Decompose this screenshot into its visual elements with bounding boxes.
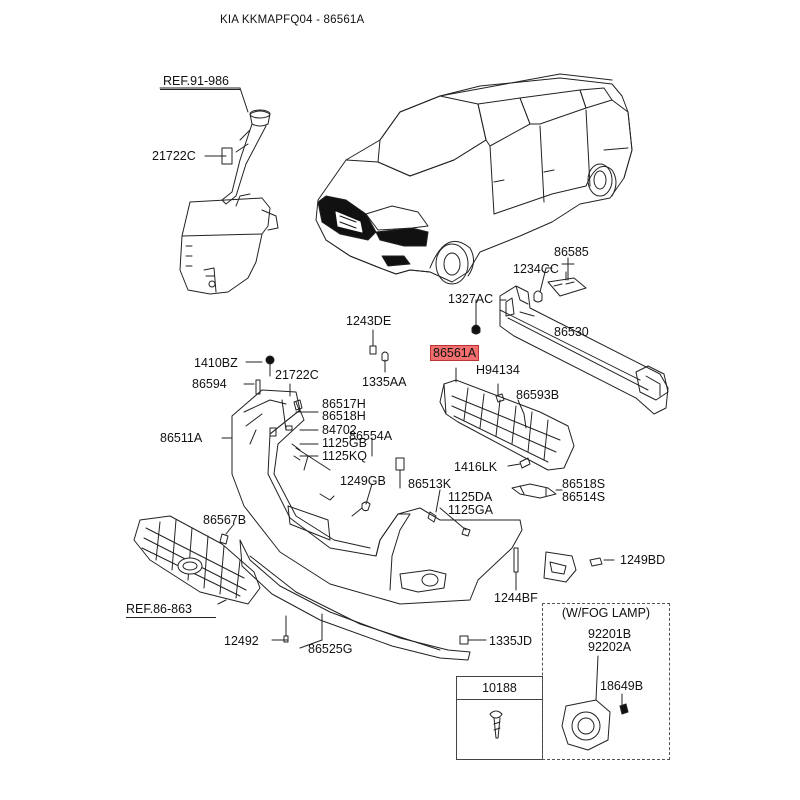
part-1249GB-label: 1249GB	[340, 474, 386, 488]
part-21722C-mid-label: 21722C	[275, 368, 319, 382]
part-1335JD-label: 1335JD	[489, 634, 533, 648]
part-1125DA-label: 1125DA	[448, 490, 493, 504]
part-92202A-label: 92202A	[588, 640, 632, 654]
bumper-cover-drawing	[221, 329, 615, 605]
part-1327AC-label: 1327AC	[448, 292, 494, 306]
fog-lamp-title: (W/FOG LAMP)	[561, 606, 651, 620]
part-86594-label: 86594	[192, 377, 227, 391]
fog-lamp-drawing	[561, 655, 629, 751]
part-86530-label: 86530	[554, 325, 589, 339]
part-84702-label: 84702	[322, 423, 357, 437]
part-86561A-highlight-label[interactable]: 86561A	[430, 345, 480, 361]
part-1125GB-label: 1125GB	[322, 436, 367, 450]
part-86514S-label: 86514S	[562, 490, 606, 504]
part-86518H-label: 86518H	[322, 409, 366, 423]
part-1243DE-label: 1243DE	[346, 314, 392, 328]
part-10188-box: 10188	[456, 676, 543, 760]
part-86585-label: 86585	[554, 245, 589, 259]
part-10188-label: 10188	[482, 681, 517, 695]
part-H94134-label: H94134	[476, 363, 520, 377]
fog-lamp-box: (W/FOG LAMP)	[542, 603, 670, 760]
part-86513K-label: 86513K	[408, 477, 452, 491]
part-86567B-label: 86567B	[203, 513, 247, 527]
part-1234CC-label: 1234CC	[513, 262, 559, 276]
part-10188-box-header	[457, 677, 542, 700]
diagram-title: KIA KKMAPFQ04 - 86561A	[220, 14, 365, 26]
bumper-beam-drawing	[471, 257, 669, 415]
part-86593B-label: 86593B	[516, 388, 560, 402]
part-21722C-label: 21722C	[152, 149, 196, 163]
lower-strip-drawing	[239, 539, 487, 661]
washer-reservoir-drawing	[159, 87, 279, 295]
ref-91-986-label: REF.91-986	[163, 74, 230, 88]
part-86554A-label: 86554A	[349, 429, 393, 443]
part-86517H-label: 86517H	[322, 397, 366, 411]
part-86525G-label: 86525G	[308, 642, 353, 656]
part-1416LK-label: 1416LK	[454, 460, 498, 474]
part-1125GA-label: 1125GA	[448, 503, 493, 517]
part-1335AA-label: 1335AA	[362, 375, 407, 389]
ref-86-863-leader	[126, 617, 216, 618]
ref-91-986-leader	[160, 89, 240, 90]
clip-10188-drawing	[489, 710, 503, 739]
part-1244BF-label: 1244BF	[494, 591, 538, 605]
part-18649B-label: 18649B	[600, 679, 644, 693]
radiator-grille-drawing	[133, 515, 261, 605]
part-12492-label: 12492	[224, 634, 259, 648]
part-86511A-label: 86511A	[160, 431, 203, 445]
lower-grille-drawing	[439, 367, 575, 499]
part-1249BD-label: 1249BD	[620, 553, 666, 567]
part-92201B-label: 92201B	[588, 627, 632, 641]
vehicle-drawing	[315, 73, 633, 285]
part-1125KQ-label: 1125KQ	[322, 449, 367, 463]
part-86518S-label: 86518S	[562, 477, 606, 491]
ref-86-863-label: REF.86-863	[126, 602, 193, 616]
part-1410BZ-label: 1410BZ	[194, 356, 238, 370]
